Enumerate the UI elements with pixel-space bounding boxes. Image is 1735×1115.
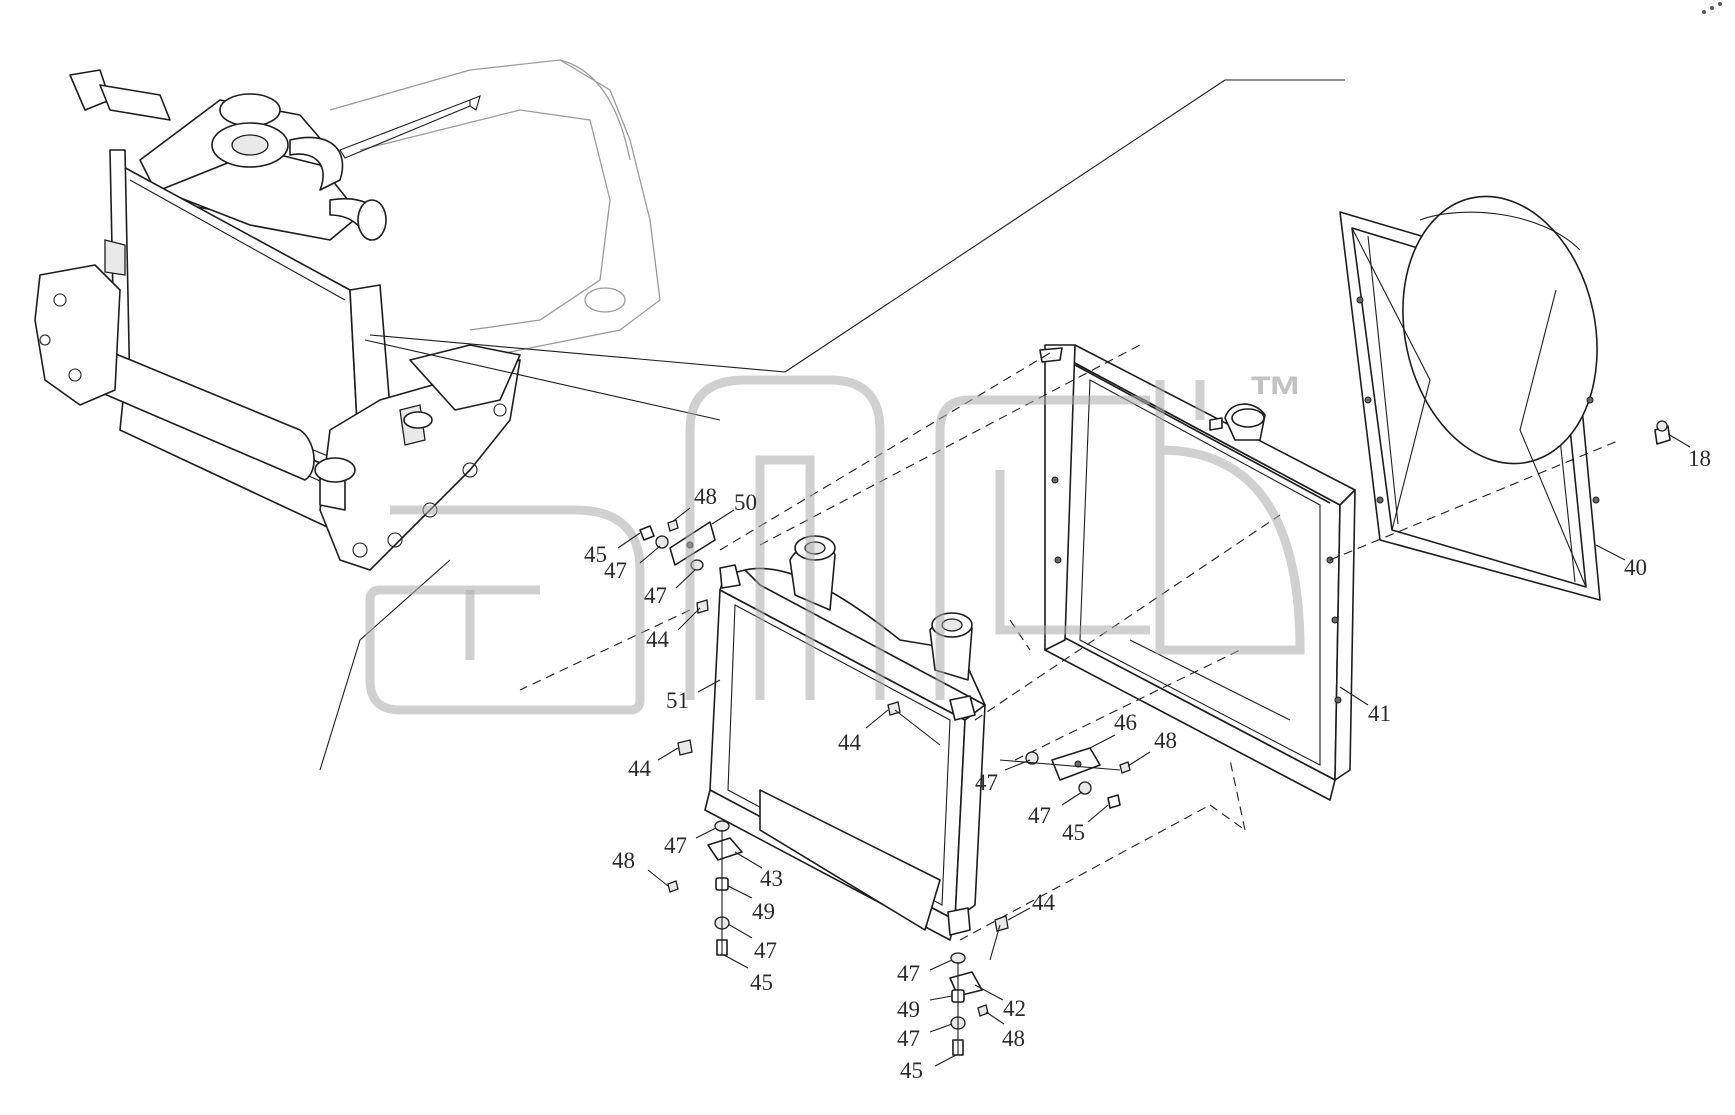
callout-51: 51 bbox=[666, 688, 689, 713]
callout-44-left: 44 bbox=[628, 756, 652, 781]
fan-shroud-part-40 bbox=[1339, 195, 1601, 601]
callout-47-right-upper: 47 bbox=[975, 770, 998, 795]
charge-air-cooler-part-51 bbox=[704, 535, 986, 941]
callout-48-bottom: 48 bbox=[1002, 1026, 1025, 1051]
callout-47-bottom-upper: 47 bbox=[897, 961, 920, 986]
callout-49-left: 49 bbox=[752, 899, 775, 924]
callout-45-lower-left: 45 bbox=[750, 970, 773, 995]
callout-48-left: 48 bbox=[612, 848, 635, 873]
callout-49-bottom: 49 bbox=[897, 997, 920, 1022]
callout-41: 41 bbox=[1368, 701, 1391, 726]
callout-47-stack-lower: 47 bbox=[754, 938, 777, 963]
small-hardware bbox=[639, 420, 1671, 1056]
callout-40: 40 bbox=[1624, 555, 1647, 580]
callout-43: 43 bbox=[760, 866, 783, 891]
callout-47-top-left: 47 bbox=[604, 558, 627, 583]
callout-47-right-lower: 47 bbox=[1028, 803, 1051, 828]
callout-47-bottom-lower: 47 bbox=[897, 1026, 920, 1051]
callout-47-mid: 47 bbox=[644, 583, 667, 608]
callout-45-right: 45 bbox=[1062, 820, 1085, 845]
callout-44-right: 44 bbox=[1032, 890, 1056, 915]
callout-48-top: 48 bbox=[694, 484, 717, 509]
watermark-trademark: ™ bbox=[1248, 364, 1304, 427]
bracket-43 bbox=[707, 837, 743, 861]
callout-45-bottom: 45 bbox=[900, 1058, 923, 1083]
callout-44-upper: 44 bbox=[646, 627, 670, 652]
callout-18: 18 bbox=[1688, 446, 1711, 471]
callout-50: 50 bbox=[734, 490, 757, 515]
callout-44-center: 44 bbox=[838, 730, 862, 755]
callout-42: 42 bbox=[1003, 996, 1026, 1021]
assembled-cooling-module bbox=[34, 59, 1345, 571]
watermark-logo: ™ bbox=[365, 364, 1305, 715]
callouts: 18 40 41 42 43 44 44 44 44 45 45 45 bbox=[584, 433, 1711, 1083]
callout-47-stack-upper: 47 bbox=[664, 833, 687, 858]
corner-registration-mark bbox=[1702, 2, 1722, 14]
callout-45-top: 45 bbox=[584, 542, 607, 567]
assembly-center-lines bbox=[319, 344, 1621, 1055]
callout-48-right: 48 bbox=[1154, 728, 1177, 753]
callout-46: 46 bbox=[1114, 710, 1137, 735]
radiator-part-41 bbox=[1039, 344, 1356, 801]
